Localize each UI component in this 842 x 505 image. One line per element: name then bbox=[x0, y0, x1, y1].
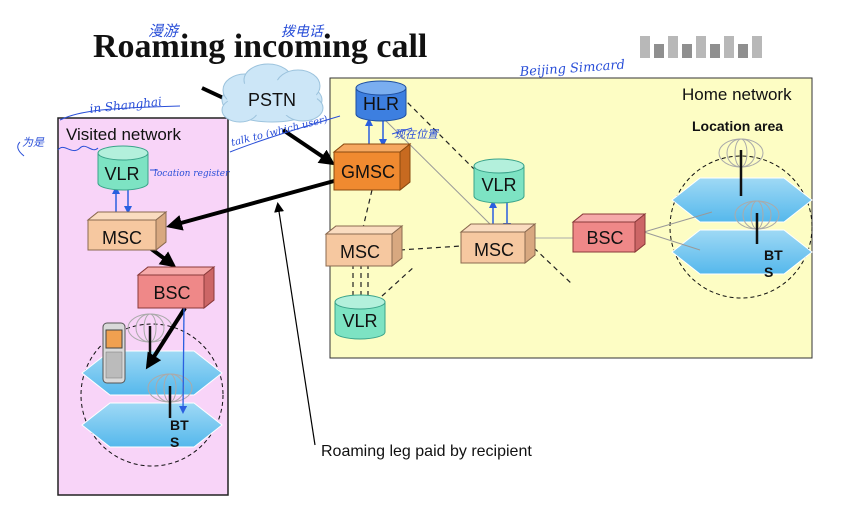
home-cell-upper bbox=[671, 177, 813, 223]
note-beijing-simcard: Beijing Simcard bbox=[518, 58, 625, 80]
visited-bts-line2: S bbox=[170, 434, 179, 450]
note-current-location: 现在位置 bbox=[394, 128, 440, 141]
home-bts-line2: S bbox=[764, 264, 773, 280]
redacted-block bbox=[640, 36, 780, 62]
handwritten-underline bbox=[59, 105, 181, 121]
visited-vlr-label: VLR bbox=[104, 164, 139, 184]
visited-location-area-circle bbox=[80, 323, 224, 467]
visited-msc-label: MSC bbox=[102, 228, 142, 248]
home-location-area-circle bbox=[669, 155, 813, 299]
note-roaming: 漫游 bbox=[148, 22, 181, 40]
home-dashed-links bbox=[352, 89, 573, 300]
handwritten-talk-to-line bbox=[229, 115, 341, 153]
arrow-bsc-to-bts bbox=[179, 307, 188, 414]
home-vlr-upper-cylinder bbox=[473, 158, 525, 204]
home-msc-center-label: MSC bbox=[474, 240, 514, 260]
home-bsc-label: BSC bbox=[586, 228, 623, 248]
visited-vlr-cylinder bbox=[97, 145, 149, 191]
home-msc-left-box bbox=[324, 224, 404, 268]
home-cell-lower bbox=[671, 229, 813, 275]
home-bts-line1: BT bbox=[764, 247, 783, 263]
note-in-shanghai: in Shanghai bbox=[89, 94, 163, 116]
home-bts-label: BT S bbox=[764, 247, 787, 280]
page-title: Roaming incoming call bbox=[93, 28, 428, 65]
home-msc-center-box bbox=[459, 222, 537, 265]
gmsc-box bbox=[332, 142, 412, 192]
visited-cell-lower bbox=[81, 402, 223, 448]
pstn-label: PSTN bbox=[248, 90, 296, 110]
home-msc-left-label: MSC bbox=[340, 242, 380, 262]
home-vlr-lower-label: VLR bbox=[342, 311, 377, 331]
visited-bts-line1: BT bbox=[170, 417, 189, 433]
roaming-leg-caption: Roaming leg paid by recipient bbox=[321, 443, 532, 460]
handwritten-bracket bbox=[17, 141, 25, 157]
home-vlr-lower-cylinder bbox=[334, 294, 386, 340]
pstn-cloud-core bbox=[227, 80, 317, 116]
arrow-caption-to-leg bbox=[274, 202, 316, 446]
arrow-visited-msc-to-bsc bbox=[148, 246, 177, 268]
note-dial: 拨电话 bbox=[281, 24, 325, 40]
home-network-label: Home network bbox=[682, 85, 792, 104]
arrow-bsc-to-phone bbox=[145, 306, 187, 370]
note-callee: 为是 bbox=[22, 136, 45, 149]
handwritten-current-location-arrow bbox=[391, 127, 413, 135]
location-area-label: Location area bbox=[692, 118, 783, 134]
home-bsc-box bbox=[571, 212, 647, 254]
visited-network-label: Visited network bbox=[66, 125, 181, 144]
handwritten-scribble bbox=[57, 145, 99, 152]
visited-bsc-box bbox=[136, 265, 216, 310]
visited-bsc-label: BSC bbox=[153, 283, 190, 303]
hlr-label: HLR bbox=[363, 94, 399, 114]
home-links bbox=[379, 114, 713, 251]
visited-msc-box bbox=[86, 210, 168, 252]
visited-bts-label: BT S bbox=[170, 417, 193, 450]
home-vlr-upper-label: VLR bbox=[481, 175, 516, 195]
gmsc-label: GMSC bbox=[341, 162, 395, 182]
hlr-cylinder bbox=[355, 80, 407, 122]
arrow-pstn-to-gmsc bbox=[281, 128, 336, 166]
mobile-phone-icon bbox=[102, 322, 126, 384]
note-location-register: location register bbox=[154, 169, 230, 179]
arrow-gmsc-to-visited-msc bbox=[166, 179, 335, 231]
